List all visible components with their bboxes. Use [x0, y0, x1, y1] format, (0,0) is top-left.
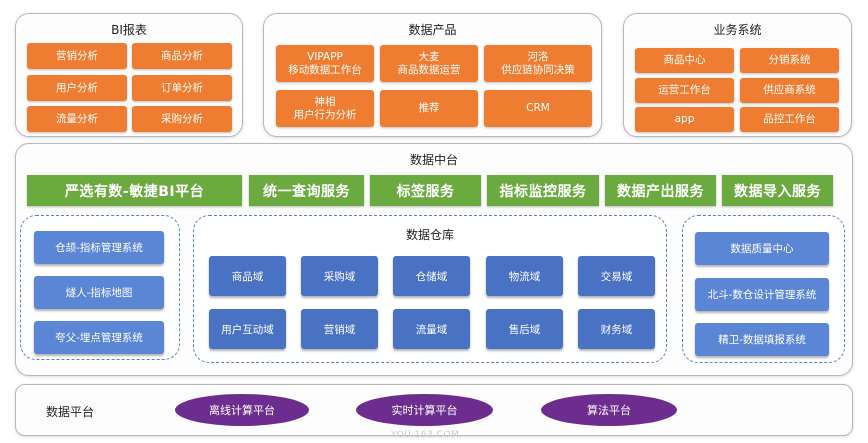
- business-system-item[interactable]: 品控工作台: [740, 107, 839, 132]
- business-systems-title: 业务系统: [713, 23, 762, 37]
- bi-report-item[interactable]: 订单分析: [132, 75, 232, 101]
- right-tool-item[interactable]: 精卫-数据填报系统: [695, 323, 829, 356]
- bi-report-item[interactable]: 商品分析: [132, 43, 232, 69]
- left-tool-item[interactable]: 夸父-埋点管理系统: [34, 321, 164, 354]
- platform-algorithm[interactable]: 算法平台: [541, 394, 677, 426]
- right-tool-item[interactable]: 北斗-数仓设计管理系统: [695, 278, 829, 311]
- data-product-item[interactable]: 河洛 供应链协同决策: [484, 45, 592, 82]
- service-data-output[interactable]: 数据产出服务: [605, 175, 716, 206]
- data-product-item[interactable]: 神相 用户行为分析: [276, 90, 374, 127]
- service-bi-platform[interactable]: 严选有数-敏捷BI平台: [27, 175, 242, 206]
- business-system-item[interactable]: 供应商系统: [740, 78, 839, 103]
- bi-report-item[interactable]: 营销分析: [27, 43, 127, 69]
- data-products-title: 数据产品: [408, 23, 457, 37]
- bi-report-title: BI报表: [111, 23, 147, 37]
- watermark: YOU.163.COM: [391, 430, 460, 440]
- data-product-item[interactable]: 大麦 商品数据运营: [380, 45, 478, 82]
- platform-offline-compute[interactable]: 离线计算平台: [175, 394, 309, 426]
- warehouse-domain[interactable]: 采购域: [301, 256, 378, 296]
- warehouse-domain[interactable]: 营销域: [301, 309, 378, 349]
- data-product-item[interactable]: 推荐: [380, 90, 478, 127]
- business-system-item[interactable]: 商品中心: [635, 48, 734, 73]
- business-system-item[interactable]: app: [635, 107, 734, 132]
- warehouse-domain[interactable]: 售后域: [486, 309, 563, 349]
- warehouse-domain[interactable]: 财务域: [578, 309, 655, 349]
- data-platform-title: 数据平台: [46, 405, 95, 419]
- warehouse-domain[interactable]: 仓储域: [393, 256, 470, 296]
- service-tag[interactable]: 标签服务: [370, 175, 481, 206]
- warehouse-domain[interactable]: 物流域: [486, 256, 563, 296]
- data-product-item[interactable]: VIPAPP 移动数据工作台: [276, 45, 374, 82]
- left-tool-item[interactable]: 燧人-指标地图: [34, 276, 164, 309]
- service-metric-monitor[interactable]: 指标监控服务: [487, 175, 599, 206]
- business-system-item[interactable]: 运营工作台: [635, 78, 734, 103]
- bi-report-item[interactable]: 用户分析: [27, 75, 127, 101]
- data-product-item[interactable]: CRM: [484, 90, 592, 127]
- service-unified-query[interactable]: 统一查询服务: [249, 175, 364, 206]
- data-warehouse-title: 数据仓库: [405, 228, 454, 242]
- service-data-import[interactable]: 数据导入服务: [722, 175, 833, 206]
- warehouse-domain[interactable]: 交易域: [578, 256, 655, 296]
- business-system-item[interactable]: 分销系统: [740, 48, 839, 73]
- data-middle-platform-title: 数据中台: [409, 153, 458, 167]
- warehouse-domain[interactable]: 商品域: [209, 256, 286, 296]
- right-tool-item[interactable]: 数据质量中心: [695, 232, 829, 265]
- warehouse-domain[interactable]: 流量域: [393, 309, 470, 349]
- bi-report-item[interactable]: 采购分析: [132, 106, 232, 132]
- warehouse-domain[interactable]: 用户互动域: [209, 309, 286, 349]
- platform-realtime-compute[interactable]: 实时计算平台: [356, 394, 493, 426]
- left-tool-item[interactable]: 仓颉-指标管理系统: [34, 231, 164, 264]
- bi-report-item[interactable]: 流量分析: [27, 106, 127, 132]
